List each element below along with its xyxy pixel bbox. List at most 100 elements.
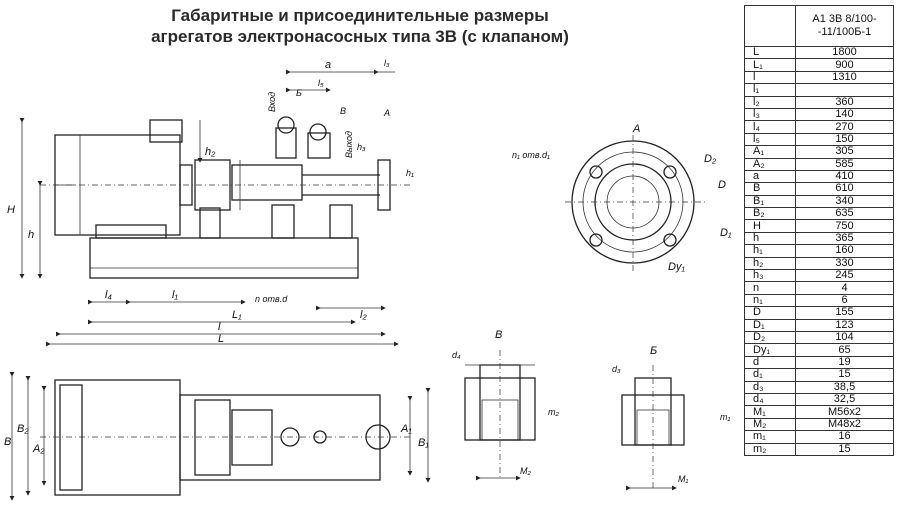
valve-inlet [275,127,297,159]
dim-h-label: h [28,229,34,241]
param-value: 65 [795,343,894,357]
label-Dy1: Dу₁ [668,261,685,273]
table-header-model: А1 3В 8/100--11/100Б-1 [795,5,894,47]
motor-terminal-box [149,119,183,143]
section-Bb: Б d₃ m₁ M₁ [612,345,730,491]
param-name: d [744,355,796,370]
dim-H-label: H [7,204,15,216]
param-value: 150 [795,132,894,147]
param-name: D₂ [744,330,796,345]
base-frame [89,237,359,279]
param-value: 15 [795,368,894,382]
label-vkhod: Вход [267,92,277,112]
param-name: M₁ [744,405,796,419]
param-value: M48x2 [795,417,894,432]
param-value: 1800 [795,45,894,60]
param-name: D₁ [744,318,796,333]
dim-B-label: B [4,436,11,448]
label-M1: M₁ [678,474,688,484]
dim-B2-label: B₂ [17,423,29,435]
pump-body [231,164,303,201]
param-value: 38,5 [795,380,894,394]
param-value: 365 [795,231,894,246]
param-name: d₃ [744,380,796,394]
param-name: l₃ [744,107,796,122]
param-name: n₁ [744,293,796,308]
callout-Bb: Б [296,88,302,98]
top-view: B B₂ A₂ A₁ B₁ [4,372,431,501]
param-name: d₁ [744,368,796,382]
param-name: m₁ [744,430,796,444]
param-value: 610 [795,182,894,196]
side-view: H h h₂ h₃ h₁ a l₃ l₅ Вход Выход Б В A l₄… [7,58,414,347]
dim-B1-label: B₁ [418,437,429,449]
param-name: D [744,306,796,320]
param-value: 4 [795,281,894,295]
table-header-blank [744,5,796,47]
param-value: M56x2 [795,405,894,419]
param-value: 32,5 [795,392,894,407]
param-value: 305 [795,145,894,159]
param-value: 360 [795,95,894,109]
dim-l3-label: l₃ [384,58,390,68]
dim-l2-label: l₂ [360,309,367,321]
param-value: 19 [795,355,894,370]
param-name: B₁ [744,194,796,209]
param-name: A₂ [744,157,796,171]
param-value: 6 [795,293,894,308]
param-value: 123 [795,318,894,333]
param-value: 585 [795,157,894,171]
dim-l5-label: l₅ [318,78,324,88]
label-M2: M₂ [520,466,531,476]
label-n-holes: n отв.d [255,294,288,304]
param-name: L [744,45,796,60]
section-Bb-title: Б [650,345,657,357]
param-name: l₅ [744,132,796,147]
param-name: M₂ [744,417,796,432]
param-value: 750 [795,219,894,233]
flange-view-A: A n₁ отв.d₁ D₂ D D₁ Dу₁ [512,123,732,273]
param-name: h₂ [744,256,796,271]
param-value: 16 [795,430,894,444]
param-value: 155 [795,306,894,320]
label-d4: d₄ [452,350,461,360]
param-value [795,83,894,97]
param-name: l₄ [744,120,796,134]
param-value: 15 [795,442,894,456]
dim-A1-label: A₁ [400,423,412,435]
dim-L-label: L [218,333,224,345]
dim-h2-label: h₂ [205,146,216,158]
dim-a-label: a [325,59,331,71]
label-D: D [718,179,726,191]
param-name: H [744,219,796,233]
param-value: 330 [795,256,894,271]
dim-l1-label: l₁ [172,289,178,301]
label-m1: m₁ [720,412,730,422]
param-value: 635 [795,207,894,221]
label-n1-holes: n₁ отв.d₁ [512,150,550,160]
